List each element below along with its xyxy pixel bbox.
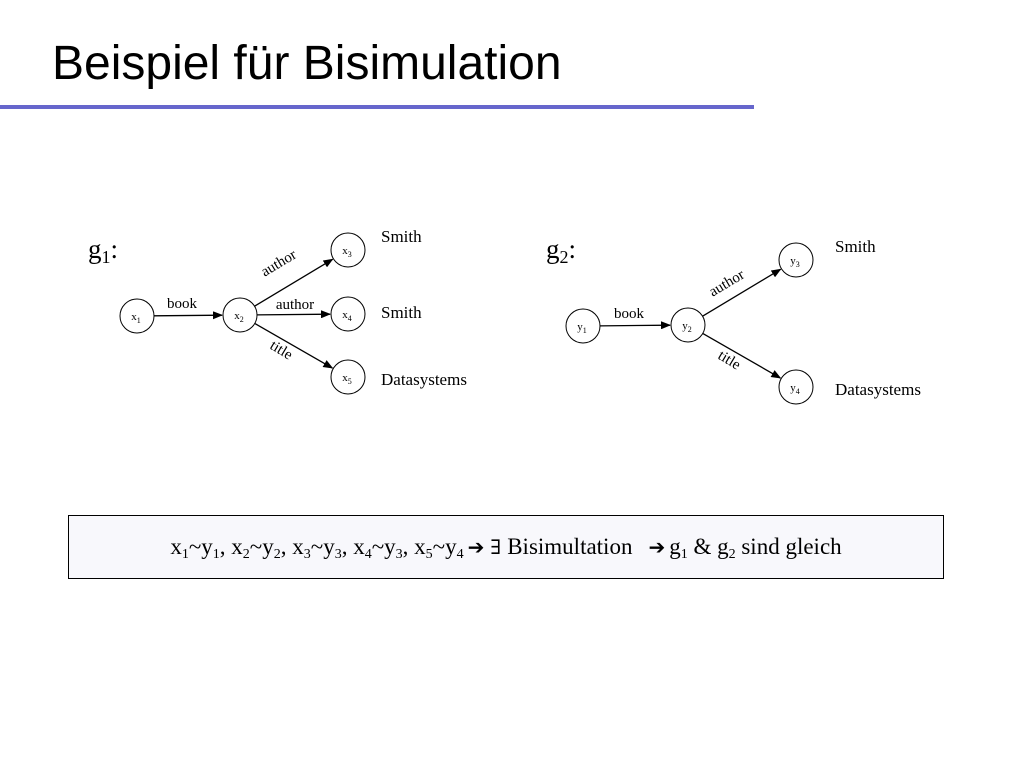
pair-separator: ,: [280, 534, 293, 559]
node-x2: x2: [222, 297, 258, 333]
node-label: y1: [577, 321, 587, 335]
node-label: x1: [131, 311, 141, 325]
value-y4: Datasystems: [835, 380, 921, 399]
value-x5: Datasystems: [381, 370, 467, 389]
equivalence-pair: x5~y4: [414, 534, 464, 562]
value-y3: Smith: [835, 237, 876, 256]
graph-label: g1:: [88, 234, 118, 267]
pair-separator: ,: [341, 534, 354, 559]
implies-arrow-icon: ➔: [648, 535, 666, 559]
edge-y2-y3: [702, 268, 782, 317]
node-circle: [330, 296, 366, 332]
pair-separator: ,: [219, 534, 232, 559]
edge-y2-y4: [702, 332, 782, 379]
node-circle: [222, 297, 258, 333]
node-circle: [330, 359, 366, 395]
bisimulation-text: Bisimultation: [507, 534, 633, 559]
result-graph-1-sub: 1: [680, 547, 688, 562]
equivalence-pair: x1~y1: [170, 534, 220, 562]
result-ampersand: &: [687, 534, 718, 559]
implies-arrow-icon: ➔: [467, 535, 485, 559]
conclusion-box: x1~y1, x2~y2, x3~y3, x4~y3, x5~y4 ➔ ∃ Bi…: [68, 515, 944, 579]
exists-symbol: ∃: [490, 535, 502, 559]
node-label: x3: [342, 245, 352, 259]
value-x4: Smith: [381, 303, 422, 322]
edge-x1-x2: [153, 311, 224, 320]
node-circle: [778, 242, 814, 278]
node-circle: [330, 232, 366, 268]
edge-x2-x4: [256, 310, 332, 319]
node-x1: x1: [119, 298, 155, 334]
edge-x2-x5: [254, 322, 334, 369]
node-x5: x5: [330, 359, 366, 395]
edge-label-book: book: [614, 306, 645, 322]
node-x3: x3: [330, 232, 366, 268]
node-y1: y1: [565, 308, 601, 344]
equivalence-pair: x2~y2: [231, 534, 281, 562]
node-y3: y3: [778, 242, 814, 278]
node-circle: [565, 308, 601, 344]
node-circle: [119, 298, 155, 334]
result-graph-1-letter: g: [669, 534, 681, 559]
node-label: x2: [234, 310, 244, 324]
equivalence-pair: x3~y3: [292, 534, 342, 562]
result-graph-2-sub: 2: [728, 547, 736, 562]
node-circle: [670, 307, 706, 343]
result-tail: sind gleich: [735, 534, 842, 559]
equivalence-pairs: x1~y1, x2~y2, x3~y3, x4~y3, x5~y4: [170, 534, 464, 562]
edge-y1-y2: [599, 321, 672, 330]
page-title: Beispiel für Bisimulation: [52, 37, 562, 90]
node-label: x4: [342, 309, 352, 323]
title-underline: [0, 105, 754, 109]
equivalence-pair: x4~y3: [353, 534, 403, 562]
node-y2: y2: [670, 307, 706, 343]
edge-x2-x3: [254, 258, 334, 307]
edge-label-title: title: [715, 348, 744, 374]
graph-label: g2:: [546, 234, 576, 267]
node-circle: [778, 369, 814, 405]
edge-label-title: title: [267, 338, 296, 364]
node-label: y2: [682, 320, 692, 334]
pair-separator: ,: [402, 534, 415, 559]
result-graph-2-letter: g: [717, 534, 729, 559]
result-statement: g1 & g2 sind gleich: [669, 534, 842, 562]
edge-label-author: author: [276, 297, 314, 313]
node-label: y4: [790, 382, 800, 396]
node-y4: y4: [778, 369, 814, 405]
edge-label-book: book: [167, 296, 198, 312]
edge-label-author: author: [258, 247, 299, 280]
node-label: x5: [342, 372, 352, 386]
graph-2: g2: book author title y1 y2 y3 y4 SmithDatasyste…: [546, 234, 921, 405]
node-x4: x4: [330, 296, 366, 332]
value-x3: Smith: [381, 227, 422, 246]
node-label: y3: [790, 255, 800, 269]
edge-label-author: author: [706, 267, 747, 300]
